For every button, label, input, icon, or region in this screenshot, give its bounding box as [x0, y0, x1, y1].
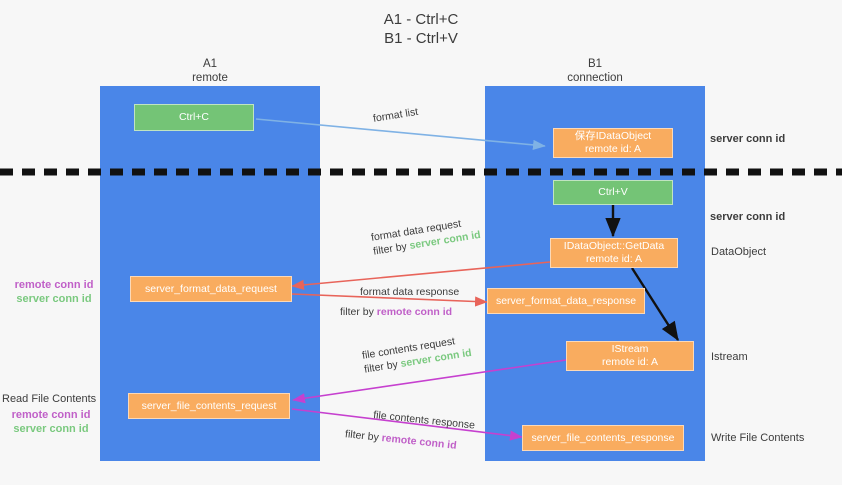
node-server-file-contents-request[interactable]: server_file_contents_request	[128, 393, 290, 419]
edge-label-file-contents-response-filter: filter by remote conn id	[344, 427, 473, 454]
edge-label-format-data-response-text: format data response	[360, 286, 460, 298]
node-server-file-contents-response[interactable]: server_file_contents_response	[522, 425, 684, 451]
node-server-format-data-request-label: server_format_data_request	[145, 282, 277, 295]
left-annotation-file-block: Read File Contents remote conn id server…	[2, 392, 100, 436]
lane-b1-name: B1	[587, 58, 603, 70]
filter-prefix: filter by	[340, 306, 377, 318]
edge-label-format-data-response-filter: filter by remote conn id	[340, 305, 459, 319]
node-server-file-contents-request-label: server_file_contents_request	[141, 399, 277, 412]
edge-label-format-data-request: format data request filter by server con…	[370, 214, 482, 259]
left-annotation-remote-conn-id: remote conn id	[14, 279, 94, 291]
page-title: A1 - Ctrl+C B1 - Ctrl+V	[0, 10, 842, 48]
node-idataobject-getdata-sub: remote id: A	[585, 253, 643, 265]
left-annotation-server-conn-id: server conn id	[16, 293, 92, 305]
lane-b1-role: connection	[567, 72, 623, 84]
node-server-format-data-response-label: server_format_data_response	[495, 294, 637, 307]
edge-label-file-contents-response: file contents response filter by remote …	[344, 408, 476, 454]
left-annotation-format-block: remote conn id server conn id	[8, 278, 100, 306]
lane-a1-role: remote	[192, 72, 228, 84]
lane-header-b1: B1 connection	[485, 57, 705, 85]
node-ctrl-c[interactable]: Ctrl+C	[134, 104, 254, 131]
left-annotation-remote-conn-id: remote conn id	[11, 409, 91, 421]
node-ctrl-c-label: Ctrl+C	[178, 111, 210, 123]
node-istream[interactable]: IStream remote id: A	[566, 341, 694, 371]
node-save-idataobject-label: 保存IDataObject	[574, 130, 652, 142]
left-annotation-read-file-contents: Read File Contents	[2, 393, 97, 405]
node-server-format-data-response[interactable]: server_format_data_response	[487, 288, 645, 314]
filter-key-remote-conn-id: remote conn id	[381, 431, 458, 452]
node-ctrl-v[interactable]: Ctrl+V	[553, 180, 673, 205]
right-annotation-istream: Istream	[711, 351, 748, 363]
edge-label-format-data-response: format data response filter by remote co…	[340, 285, 460, 319]
title-line-2: B1 - Ctrl+V	[384, 30, 458, 47]
right-annotation-server-conn-id-top: server conn id	[710, 133, 786, 145]
node-save-idataobject-sub: remote id: A	[584, 143, 642, 155]
right-annotation-write-file-contents: Write File Contents	[711, 432, 805, 444]
node-istream-sub: remote id: A	[601, 356, 659, 368]
edge-label-file-contents-response-text: file contents response	[372, 408, 476, 432]
edge-label-format-list: format list	[372, 105, 419, 126]
node-server-format-data-request[interactable]: server_format_data_request	[130, 276, 292, 302]
node-istream-label: IStream	[611, 343, 649, 355]
right-annotation-server-conn-id-second: server conn id	[710, 211, 786, 223]
filter-prefix: filter by	[344, 428, 383, 444]
filter-key-remote-conn-id: remote conn id	[376, 306, 453, 318]
lane-header-a1: A1 remote	[100, 57, 320, 85]
left-annotation-server-conn-id: server conn id	[13, 423, 89, 435]
title-line-1: A1 - Ctrl+C	[383, 11, 459, 28]
node-server-file-contents-response-label: server_file_contents_response	[531, 431, 675, 444]
node-idataobject-getdata-label: IDataObject::GetData	[563, 240, 665, 252]
edge-label-file-contents-request: file contents request filter by server c…	[361, 332, 473, 377]
edge-label-format-list-text: format list	[372, 105, 419, 125]
node-ctrl-v-label: Ctrl+V	[598, 186, 628, 198]
node-save-idataobject[interactable]: 保存IDataObject remote id: A	[553, 128, 673, 158]
right-annotation-dataobject: DataObject	[711, 246, 767, 258]
lane-a1-name: A1	[202, 58, 218, 70]
node-idataobject-getdata[interactable]: IDataObject::GetData remote id: A	[550, 238, 678, 268]
